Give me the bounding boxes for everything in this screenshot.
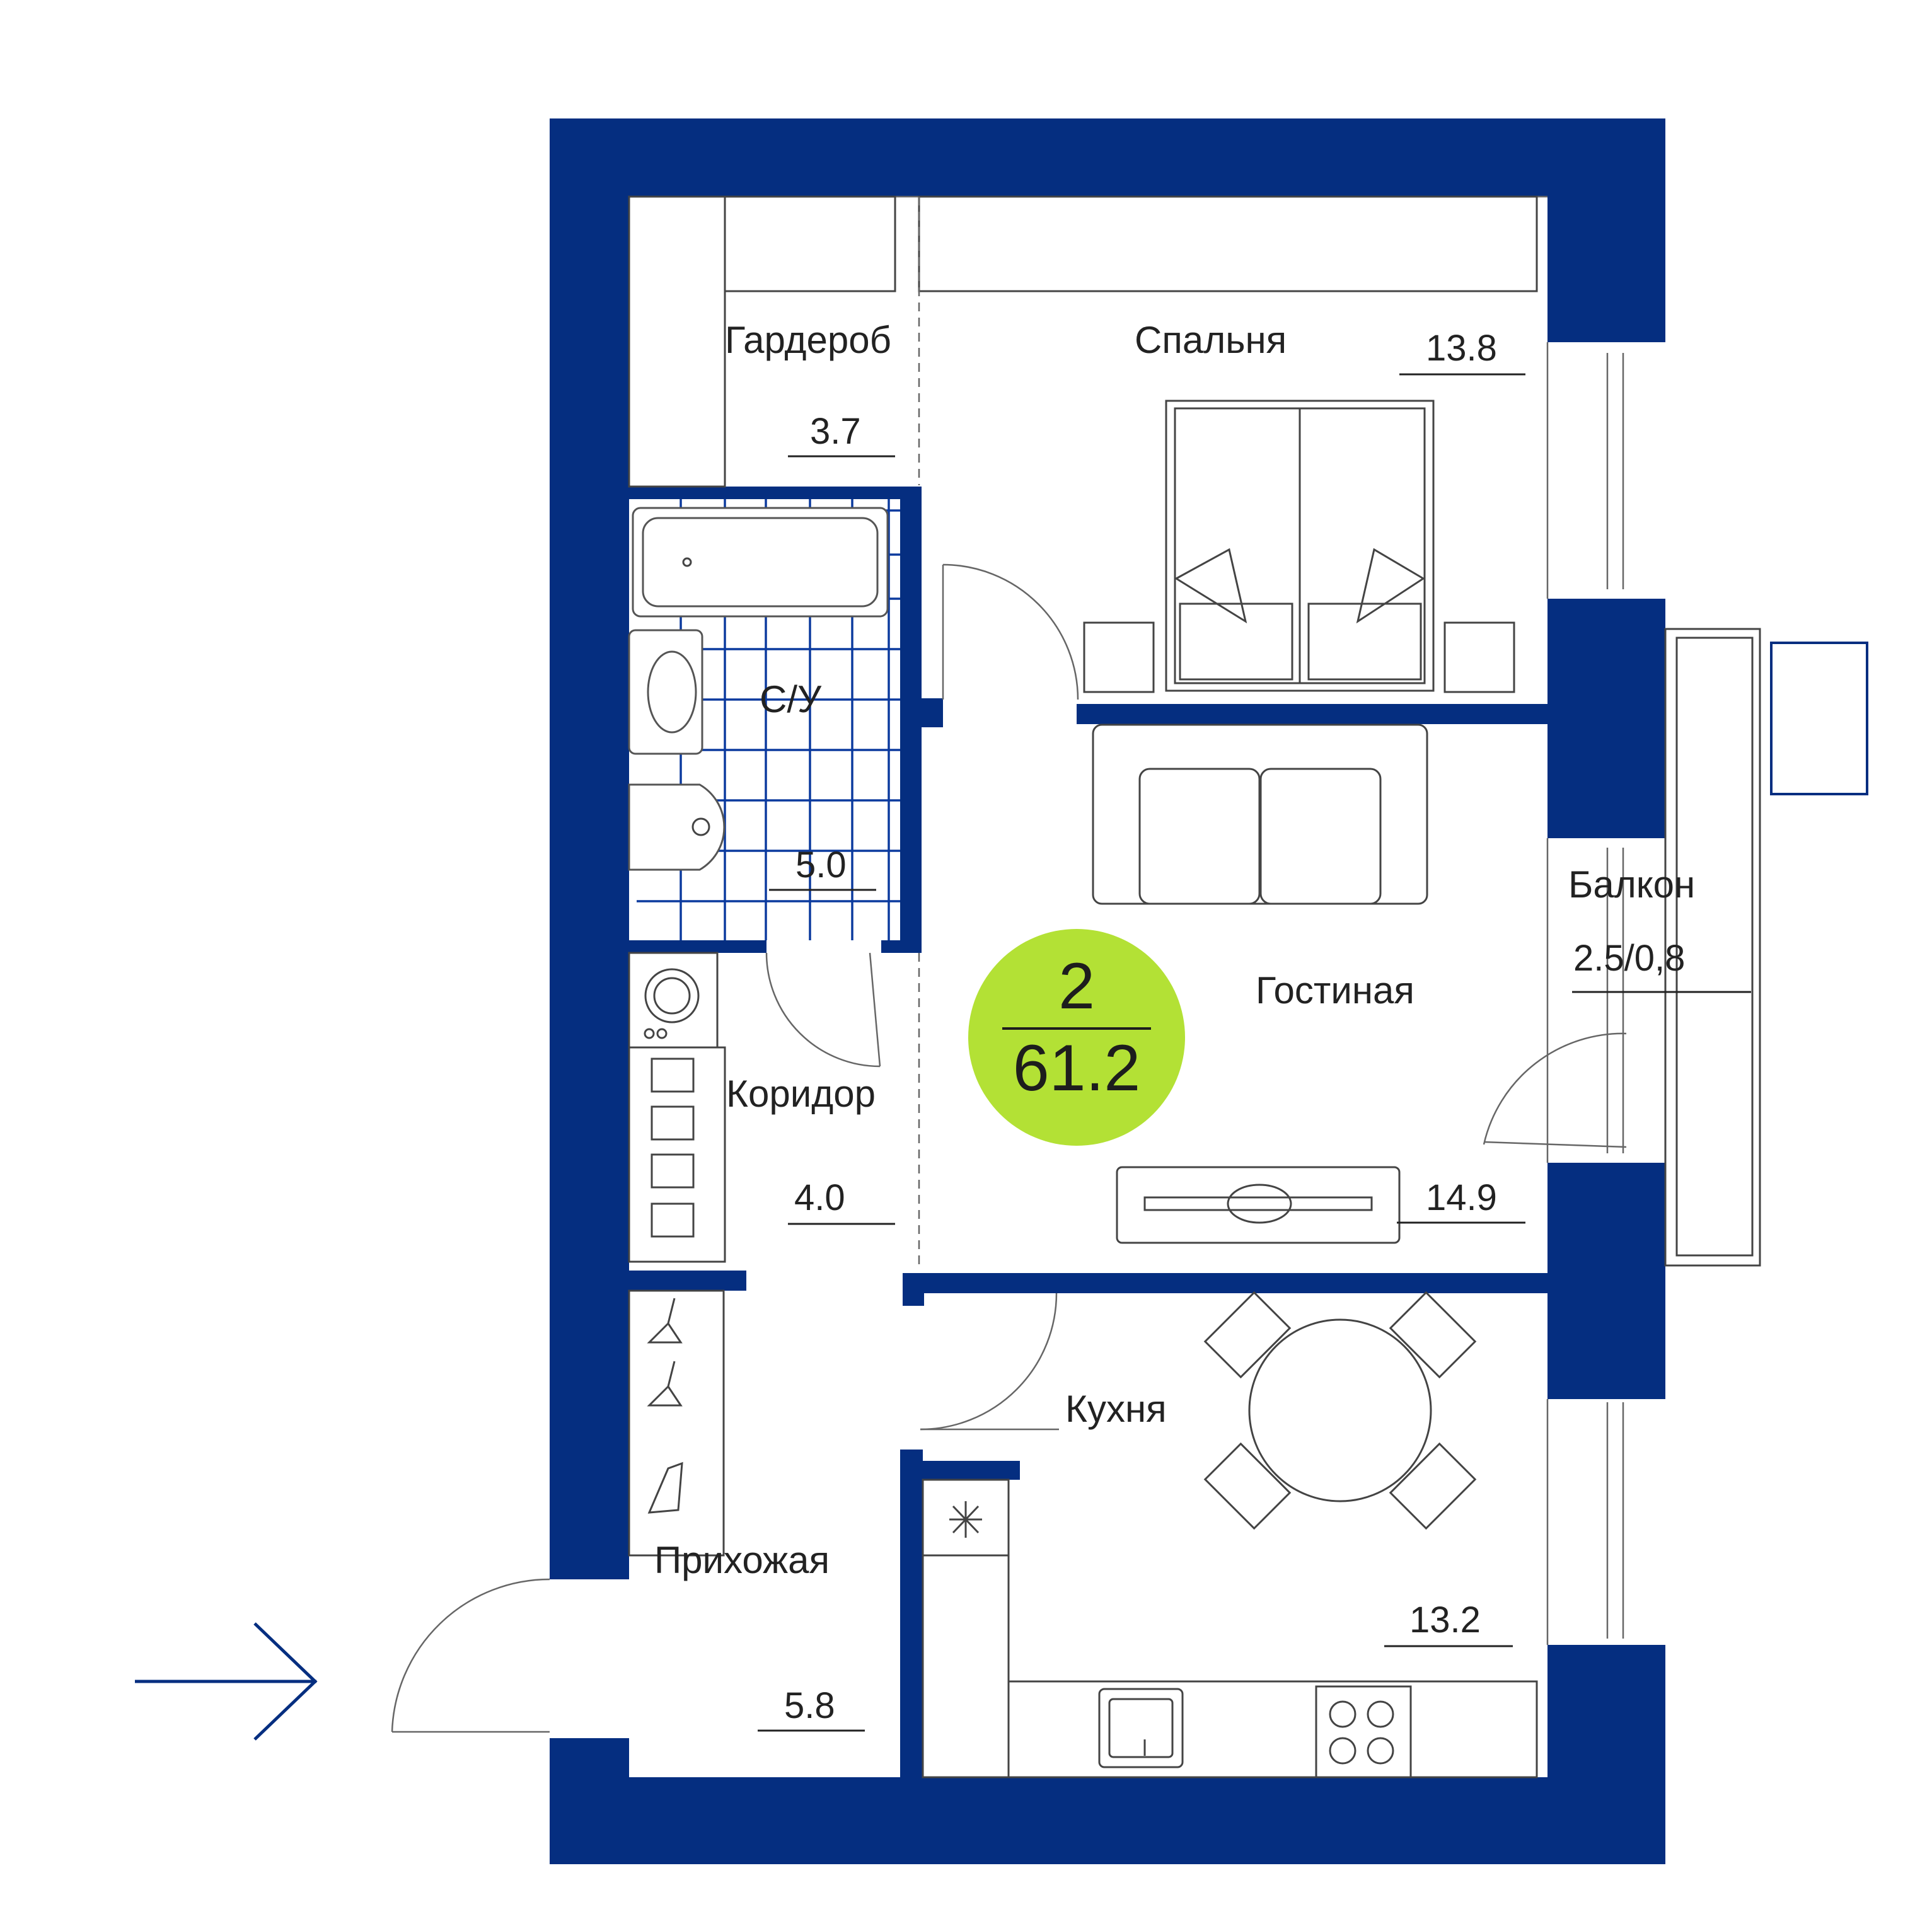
kitchen-area: 13.2: [1409, 1600, 1481, 1640]
kitchen-name: Кухня: [1065, 1388, 1167, 1430]
bed: [1083, 400, 1515, 693]
bathroom-name: С/У: [760, 678, 822, 720]
shoe-icon: [647, 1461, 683, 1514]
dining-table: [1203, 1291, 1477, 1530]
stove-icon: [1315, 1685, 1412, 1778]
wardrobe-shelves: [628, 195, 1538, 488]
tv-unit: [1116, 1166, 1401, 1244]
living-area: 14.9: [1426, 1177, 1497, 1218]
corridor-name: Коридор: [726, 1073, 876, 1115]
total-area: 61.2: [1013, 1032, 1140, 1105]
room-labels: Гардероб 3.7 Спальня 13.8 С/У 5.0 Коридо…: [654, 319, 1695, 1732]
shelf-icon: [628, 1046, 726, 1263]
living-name: Гостиная: [1256, 969, 1414, 1012]
balcony-area: 2.5/0,8: [1573, 938, 1685, 979]
bathroom-area: 5.0: [795, 844, 847, 885]
corridor-area: 4.0: [794, 1177, 845, 1218]
hallway-name: Прихожая: [654, 1539, 830, 1581]
toilet: [628, 783, 726, 871]
hallway-area: 5.8: [784, 1685, 835, 1726]
rooms-count: 2: [1058, 950, 1095, 1023]
wardrobe-name: Гардероб: [725, 319, 891, 361]
bedroom-area: 13.8: [1426, 328, 1497, 369]
kitchen-counter: [922, 1554, 1538, 1778]
balcony: [1572, 628, 1868, 1267]
fridge-icon: [922, 1479, 1010, 1557]
sofa: [1092, 723, 1428, 905]
bedroom-name: Спальня: [1135, 319, 1287, 361]
arrow-right-icon: [135, 1622, 318, 1741]
bathtub: [632, 507, 889, 618]
washing-machine-icon: [628, 952, 719, 1049]
walls: [550, 118, 1665, 1864]
apartment-badge: 2 61.2: [968, 929, 1185, 1146]
washbasin: [628, 629, 703, 755]
balcony-name: Балкон: [1568, 863, 1695, 906]
doors: [391, 563, 1627, 1733]
wardrobe-area: 3.7: [810, 411, 861, 452]
hanger-icon: [628, 1289, 725, 1557]
sink-icon: [1098, 1688, 1184, 1768]
